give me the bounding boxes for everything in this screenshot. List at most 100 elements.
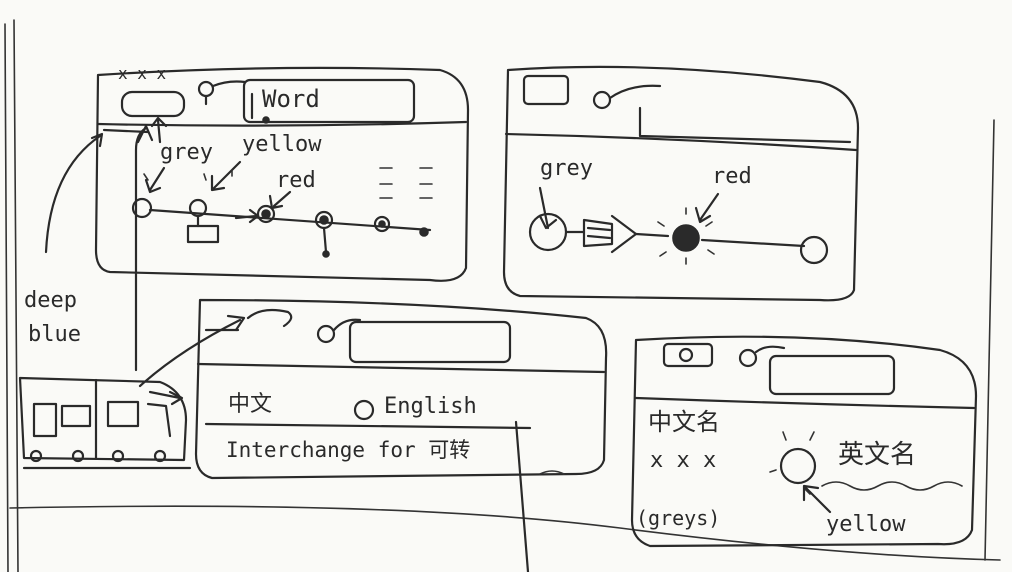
panel-tl-header-divider [96,120,468,127]
panel-tl-label-yellow: yellow [242,132,322,157]
panel-tl-field-text: Word [262,85,320,113]
panel-tl-node-4-stem [322,226,328,254]
panel-tl-node-5[interactable] [373,215,391,233]
panel-tr-label-grey: grey [540,156,593,181]
panel-bc-input-box[interactable] [348,320,512,364]
panel-tl-dashes [379,167,433,199]
panel-tr-red-arrow [694,192,720,224]
panel-br-wavy-underline [821,481,963,491]
panel-tl-grey-arrow [144,166,166,194]
panel-tr-knob[interactable] [592,90,612,110]
train-wheel-4 [153,449,167,463]
panel-tl-sparkles [143,169,233,181]
train-device [18,376,192,470]
panel-br-tab-circle [678,347,694,363]
page-left-edge-2 [4,23,9,572]
panel-tl-input-box[interactable] [242,78,416,124]
panel-br-label-yellow: yellow [826,512,906,537]
panel-tr-node-grey[interactable] [528,212,568,252]
panel-tl-input-dot [262,116,270,124]
panel-tl-node-4-fill [319,215,329,225]
panel-br-english-label: 英文名 [838,440,917,470]
panel-tr-grey-arrowhead [538,214,558,230]
train-wheel-2 [71,449,85,463]
panel-bc-right-label[interactable]: English [384,394,477,419]
page-right-edge [984,119,995,561]
panel-tr-input-edge [638,106,852,144]
train-wheel-3 [111,449,125,463]
panel-br-input-box[interactable] [768,354,896,396]
panel-tl-node-red-fill [261,209,271,219]
panel-tl-node-4-foot [322,250,330,258]
panel-tr-tab-curve [608,84,662,100]
panel-tl-tab-curve [211,80,247,88]
panel-tl-yellow-box [186,224,220,244]
train-wheel-1 [29,449,43,463]
panel-tr-header-divider [504,132,858,152]
panel-tl-marks: x x x [118,64,167,83]
panel-tl-up-arrow [150,116,168,144]
panel-tl-knob[interactable] [197,80,215,98]
panel-tl-red-arrow [268,190,292,210]
panel-bottom-right [630,335,978,548]
panel-bc-knob[interactable] [316,324,336,344]
panel-tr-grey-line [538,186,550,230]
panel-br-label-greys: (greys) [636,506,721,530]
panel-bc-footer-divider [204,422,532,430]
panel-tl-node-grey[interactable] [131,197,153,219]
arrow-deep-blue-to-tl [44,132,104,254]
panel-tl-node-6[interactable] [419,227,429,237]
panel-br-bubble-rays [769,431,815,495]
panel-tr-label-red: red [712,164,752,189]
panel-tl-tab-box[interactable] [120,90,186,118]
panel-bc-knob-curve [332,318,362,332]
panel-br-header-divider [634,396,976,410]
train-front-window [146,402,172,438]
panel-bc-left-label: 中文 [228,392,273,417]
panel-bc-frame [194,298,608,480]
panel-br-frame [630,335,978,548]
panel-tr-arrow-block [582,218,614,248]
panel-tl-label-grey: grey [160,140,213,165]
train-window-1 [60,404,92,428]
panel-tl-node-5-fill [378,220,386,228]
panel-tr-node-end[interactable] [799,235,829,265]
panel-br-title: 中文名 [648,408,720,436]
arrow-train-to-bc [138,314,246,388]
panel-tr-arrow-head [610,214,638,254]
side-label-deep: deep [24,288,77,313]
panel-tr-tab-box[interactable] [522,74,570,106]
panel-bc-cursor-line [514,420,530,572]
side-label-blue: blue [28,322,81,347]
panel-top-right [502,65,860,302]
train-body[interactable] [18,376,188,462]
train-window-2 [106,400,140,428]
panel-tr-red-rays [657,207,715,265]
train-door-1 [32,402,58,438]
panel-br-selected-bubble[interactable] [779,447,817,485]
panel-tr-link-3 [700,238,806,248]
panel-bc-tab-curve [246,308,293,328]
panel-tl-label-red: red [276,168,316,193]
panel-tr-frame [502,65,860,302]
panel-br-yellow-arrow [802,484,832,514]
panel-bc-squiggle [539,470,565,475]
panel-bc-header-divider [196,362,606,374]
panel-br-marks: x x x [650,448,717,473]
panel-bc-radio[interactable] [353,399,375,421]
panel-tl-node-red[interactable] [256,204,276,224]
panel-tl-yellow-arrow [210,160,242,192]
panel-bc-footer-text: Interchange for 可转 [226,438,471,462]
page-bottom-line [9,505,1001,561]
panel-tr-node-red[interactable] [672,224,700,252]
arrow-train-to-tl [134,124,154,372]
page-left-edge [13,19,19,572]
panel-br-knob-curve [754,345,786,354]
panel-bottom-center [194,298,608,572]
panel-br-tab-box[interactable] [662,342,714,368]
panel-tl-frame [94,66,470,282]
panel-tr-link-2 [634,232,670,238]
arrow-train-right [148,390,184,406]
panel-br-knob[interactable] [738,348,758,368]
